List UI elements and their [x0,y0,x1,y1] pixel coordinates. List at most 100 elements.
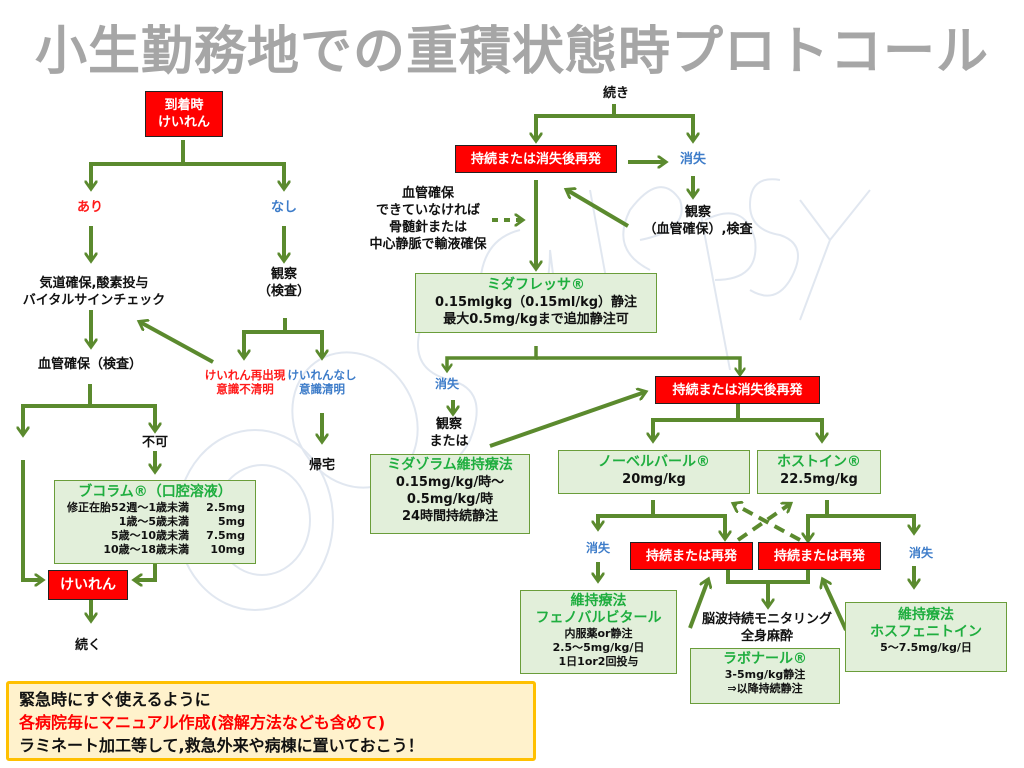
airway-step: 気道確保,酸素投与 バイタルサインチェック [23,275,165,309]
no-recur-line2: 意識清明 [299,382,345,396]
observe-2-line2: または [429,434,469,449]
recur-line2: 意識不清明 [216,382,274,396]
phenobarbital-maintenance-box: 維持療法 フェノバルビタール 内服薬or静注 2.5〜5mg/kg/日 1日1o… [520,590,677,674]
arrow-persist3-to-fostoin [736,504,790,542]
midazolam-title: ミダゾラム維持療法 [387,457,513,473]
fospheny-line1: 5〜7.5mg/kg/日 [880,641,972,654]
fostoin-dose: 22.5mg/kg [780,472,858,487]
buccolam-title: ブコラム®（口腔溶液） [78,484,232,500]
arrow-fostoin-split [808,500,829,540]
midazolam-line2: 0.5mg/kg/時 [406,492,494,507]
note-line1: 緊急時にすぐ使えるように [19,690,211,709]
arrow-continued-resolved [614,114,693,140]
nobelbar-box: ノーベルバール® 20mg/kg [558,450,750,494]
observe-line1: 観察 [270,267,298,282]
start-box-line2: けいれん [157,115,210,130]
arrow-observe-split [244,318,287,357]
fostoin-title: ホストイン® [777,454,861,470]
fostoin-box: ホストイン® 22.5mg/kg [757,450,881,494]
arrow-start-split [91,140,185,188]
observe-1-line2: （血管確保）,検査 [643,222,753,237]
go-home-label: 帰宅 [308,458,336,473]
arrow-fostoin-resolved4 [827,514,914,532]
resolved-label-2: 消失 [434,377,460,391]
page-title: 小生勤務地での重積状態時プロトコール [34,22,989,82]
arrow-buccolam-seizure [135,564,157,580]
no-label: なし [270,200,298,215]
arrow-iv-notpossible [90,404,155,430]
observe-2: 観察 または [429,416,468,450]
fospheny-title-line2: ホスフェニトイン [870,624,982,640]
observe-line2: （検査） [257,284,311,299]
start-box-line1: 到着時 [164,98,204,113]
persist-or-recur-box-2: 持続または消失後再発 [655,376,820,404]
resolved-label-3: 消失 [585,541,611,555]
arrow-persist2-fostoin [738,418,822,440]
io-note-line2: できていなければ [375,203,481,218]
midafresa-title: ミダフレッサ® [487,277,585,293]
pheno-title-line2: フェノバルビタール [535,610,662,626]
io-note-line4: 中心静脈で輸液確保 [369,237,487,252]
arrow-start-no [183,162,284,188]
arrow-midafresa-split [447,346,538,370]
midafresa-box: ミダフレッサ® 0.15mlgkg（0.15ml/kg）静注 最大0.5mg/k… [415,273,657,333]
midazolam-line3: 24時間持続静注 [401,509,499,524]
arrow-observe1-back [567,190,630,228]
pheno-line3: 1日1or2回投与 [558,655,639,668]
observe-1-line1: 観察 [684,205,712,220]
arrow-left-seizure [21,460,42,580]
resolved-label-1: 消失 [679,152,707,167]
yes-label: あり [76,200,104,215]
midazolam-line1: 0.15mg/kg/時〜 [395,475,505,490]
arrow-nobel-split [598,500,655,528]
no-recur-label: けいれんなし 意識清明 [288,368,357,396]
fosphenytoin-maintenance-box: 維持療法 ホスフェニトイン 5〜7.5mg/kg/日 [845,602,1007,672]
arrow-midafresa-persist2 [536,356,740,374]
continue-label: 続く [74,638,102,653]
ravonal-line1: 3-5mg/kg静注 [724,668,806,681]
fospheny-title-line1: 維持療法 [898,607,954,623]
midafresa-line1: 0.15mlgkg（0.15ml/kg）静注 [434,295,638,310]
arrow-persist4-to-nobel [734,504,801,542]
intraosseous-note: 血管確保 できていなければ 骨髄針または 中心静脈で輸液確保 [369,185,486,253]
seizure-box: けいれん [48,570,128,600]
recur-line1: けいれん再出現 [204,368,286,382]
note-line3: ラミネート加工等して,救急外来や病棟に置いておこう！ [19,736,424,755]
observe-2-line1: 観察 [435,417,463,432]
arrow-fospheny-to-persist4 [823,580,848,631]
pheno-title-line1: 維持療法 [570,593,627,609]
note-line2: 各病院毎にマニュアル作成(溶解方法なども含めて) [19,713,386,732]
midazolam-maintenance-box: ミダゾラム維持療法 0.15mg/kg/時〜 0.5mg/kg/時 24時間持続… [370,454,530,534]
iv-access-step: 血管確保（検査） [37,357,143,372]
observe-step: 観察 （検査） [258,266,310,300]
airway-line2: バイタルサインチェック [22,293,166,308]
arrow-midazolam-persist2 [489,392,645,448]
airway-line1: 気道確保,酸素投与 [39,276,149,291]
persist-or-recur-box-1: 持続または消失後再発 [455,145,617,173]
pheno-line1: 内服薬or静注 [564,627,633,640]
arrow-persist-merge [726,570,810,606]
continued-label: 続き [602,86,630,101]
start-seizure-box: 到着時 けいれん [145,91,223,137]
no-recur-line1: けいれんなし [287,368,357,382]
io-note-line1: 血管確保 [401,186,455,201]
persist-or-recur-box-4: 持続または再発 [758,542,881,570]
ravonal-box: ラボナール® 3-5mg/kg静注 ⇒以降持続静注 [690,648,840,704]
eeg-line2: 全身麻酔 [740,629,794,644]
arrow-observe-norecur [285,330,322,357]
arrow-continued-split [536,104,616,140]
resolved-label-4: 消失 [908,546,934,560]
arrow-persist2-split [653,404,740,440]
recur-label: けいれん再出現 意識不清明 [205,368,286,396]
persist-or-recur-box-3: 持続または再発 [630,542,753,570]
nobelbar-title: ノーベルバール® [598,454,710,470]
arrow-nobel-persist3 [653,514,725,538]
ravonal-line2: ⇒以降持続静注 [727,682,803,695]
observe-1: 観察 （血管確保）,検査 [644,204,753,238]
arrow-recur-back [140,322,214,364]
